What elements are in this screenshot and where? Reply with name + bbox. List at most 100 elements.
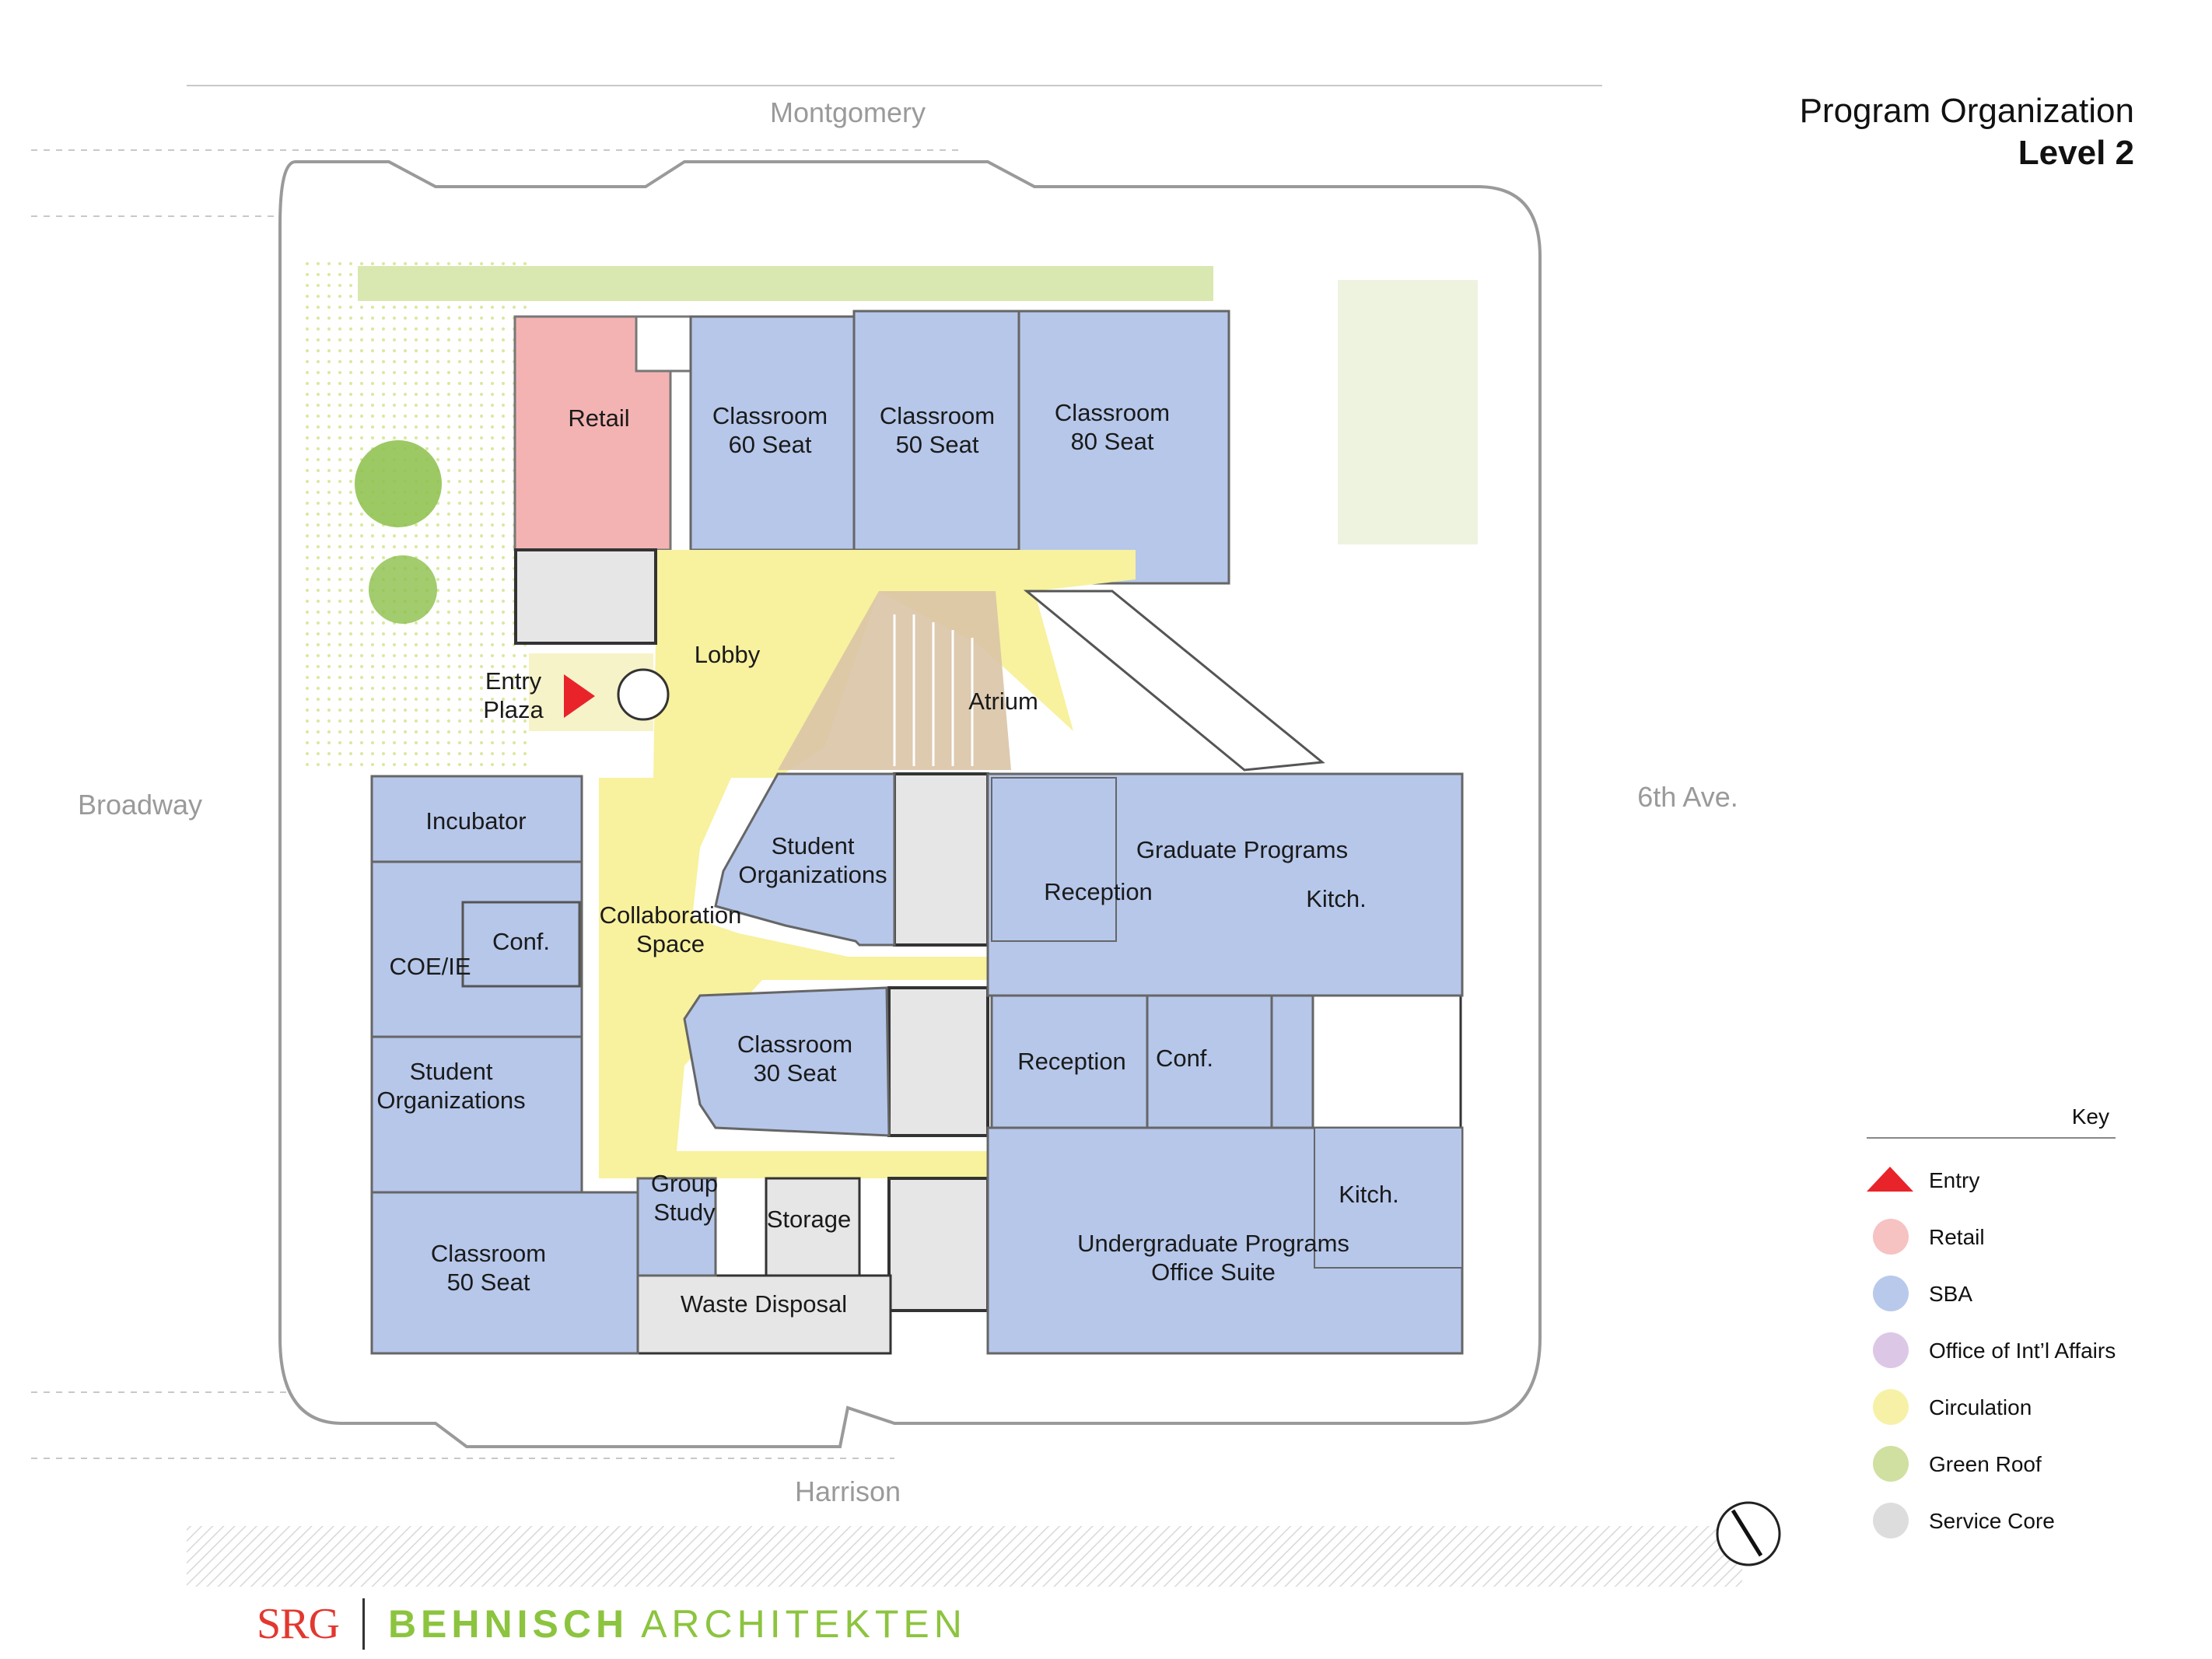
label-storage: Storage — [767, 1206, 852, 1233]
green-roof-east — [1338, 280, 1478, 544]
label-lobby: Lobby — [695, 641, 761, 668]
logo-behnisch: BEHNISCH — [387, 1602, 629, 1646]
label-classroom-80-a: Classroom — [1055, 399, 1170, 426]
legend-label: Service Core — [1929, 1509, 2055, 1533]
label-student-orgs-center-a: Student — [772, 832, 855, 859]
logo-divider — [362, 1598, 365, 1650]
legend-swatch — [1873, 1332, 1909, 1368]
legend-item: Green Roof — [1867, 1446, 2116, 1503]
core-stair-south — [887, 1177, 989, 1312]
revolving-door — [617, 668, 670, 721]
room-classroom-80 — [1017, 310, 1230, 585]
room-kitch-south — [1314, 1127, 1463, 1269]
label-classroom-50n-b: 50 Seat — [896, 431, 979, 458]
street-broadway: Broadway — [78, 789, 202, 821]
label-entry-plaza-b: Plaza — [483, 696, 544, 723]
room-classroom-30 — [683, 986, 891, 1137]
label-classroom-50s-b: 50 Seat — [447, 1269, 530, 1296]
room-labels: Retail Classroom 60 Seat Classroom 50 Se… — [376, 399, 1398, 1318]
room-east-mid — [1270, 994, 1314, 1129]
label-collaboration-a: Collaboration — [600, 901, 742, 929]
legend-divider — [1867, 1137, 2116, 1139]
legend-item: Service Core — [1867, 1503, 2116, 1559]
atrium-stair — [893, 614, 974, 766]
label-coe-ie: COE/IE — [389, 953, 471, 980]
core-stair-north — [514, 548, 657, 645]
title-line1: Program Organization — [1799, 92, 2134, 130]
core-center — [893, 772, 989, 947]
legend-swatch — [1873, 1503, 1909, 1538]
label-waste: Waste Disposal — [681, 1290, 847, 1318]
legend-label: Green Roof — [1929, 1452, 2042, 1476]
label-reception-north: Reception — [1044, 878, 1153, 905]
legend-swatch — [1873, 1446, 1909, 1482]
legend-item: Circulation — [1867, 1389, 2116, 1446]
room-storage — [765, 1177, 861, 1281]
legend-item: Entry — [1867, 1162, 2116, 1219]
label-collaboration-b: Space — [636, 930, 705, 957]
label-reception-south: Reception — [1017, 1048, 1126, 1075]
room-reception-north — [991, 777, 1117, 942]
street-harrison: Harrison — [795, 1475, 901, 1507]
trees — [355, 440, 442, 624]
street-labels: Montgomery Harrison Broadway 6th Ave. — [78, 96, 1738, 1507]
room-classroom-60 — [689, 315, 856, 551]
room-conf-west — [461, 901, 581, 988]
legend-label: SBA — [1929, 1282, 1973, 1306]
label-atrium: Atrium — [968, 688, 1038, 715]
core-south — [887, 986, 989, 1137]
legend-label: Office of Int’l Affairs — [1929, 1339, 2116, 1363]
label-classroom-30-a: Classroom — [737, 1031, 852, 1058]
label-classroom-80-b: 80 Seat — [1071, 428, 1154, 455]
entry-arrow — [564, 674, 595, 718]
room-waste — [636, 1274, 892, 1355]
label-group-study-b: Study — [653, 1199, 716, 1226]
room-incubator — [370, 775, 583, 863]
green-roof-strip — [358, 266, 1213, 301]
street-6th-ave: 6th Ave. — [1637, 781, 1738, 813]
label-entry-plaza-a: Entry — [485, 667, 542, 695]
label-student-orgs-west-b: Organizations — [376, 1087, 525, 1114]
legend-item: SBA — [1867, 1276, 2116, 1332]
label-classroom-60-a: Classroom — [712, 402, 828, 429]
label-classroom-50s-a: Classroom — [431, 1240, 546, 1267]
room-student-orgs-center — [714, 772, 896, 947]
legend-swatch — [1873, 1389, 1909, 1425]
legend-item: Retail — [1867, 1219, 2116, 1276]
legend-swatch — [1873, 1276, 1909, 1311]
room-classroom-50-north — [852, 310, 1020, 551]
label-classroom-30-b: 30 Seat — [754, 1059, 837, 1087]
label-classroom-50n-a: Classroom — [880, 402, 995, 429]
label-retail: Retail — [568, 404, 629, 432]
label-student-orgs-center-b: Organizations — [738, 861, 887, 888]
logo-srg: SRG — [257, 1600, 340, 1648]
label-graduate-programs: Graduate Programs — [1136, 836, 1348, 863]
entry-triangle-icon — [1867, 1167, 1913, 1192]
legend-title: Key — [2071, 1104, 2109, 1129]
logo-architekten: ARCHITEKTEN — [641, 1602, 967, 1646]
label-group-study-a: Group — [651, 1170, 718, 1197]
atrium-bridge — [1023, 590, 1325, 772]
street-montgomery: Montgomery — [770, 96, 926, 128]
legend-item: Office of Int’l Affairs — [1867, 1332, 2116, 1389]
room-toilet — [635, 315, 692, 373]
sidewalk-hatch — [187, 1526, 1742, 1587]
label-kitch-north: Kitch. — [1306, 885, 1367, 912]
legend-label: Circulation — [1929, 1395, 2032, 1419]
label-conf-west: Conf. — [492, 928, 550, 955]
room-group-study — [636, 1177, 717, 1277]
room-student-orgs-west — [370, 1035, 583, 1194]
logo: SRG BEHNISCH ARCHITEKTEN — [257, 1593, 967, 1655]
label-conf-east: Conf. — [1156, 1045, 1213, 1072]
label-undergrad-b: Office Suite — [1151, 1258, 1276, 1286]
legend-swatch — [1873, 1219, 1909, 1255]
legend-label: Entry — [1929, 1168, 1980, 1192]
label-student-orgs-west-a: Student — [410, 1058, 493, 1085]
title-line2: Level 2 — [2018, 134, 2134, 172]
label-kitch-south: Kitch. — [1339, 1181, 1399, 1208]
label-undergrad-a: Undergraduate Programs — [1077, 1230, 1349, 1257]
circulation-lobby — [599, 550, 1136, 1178]
